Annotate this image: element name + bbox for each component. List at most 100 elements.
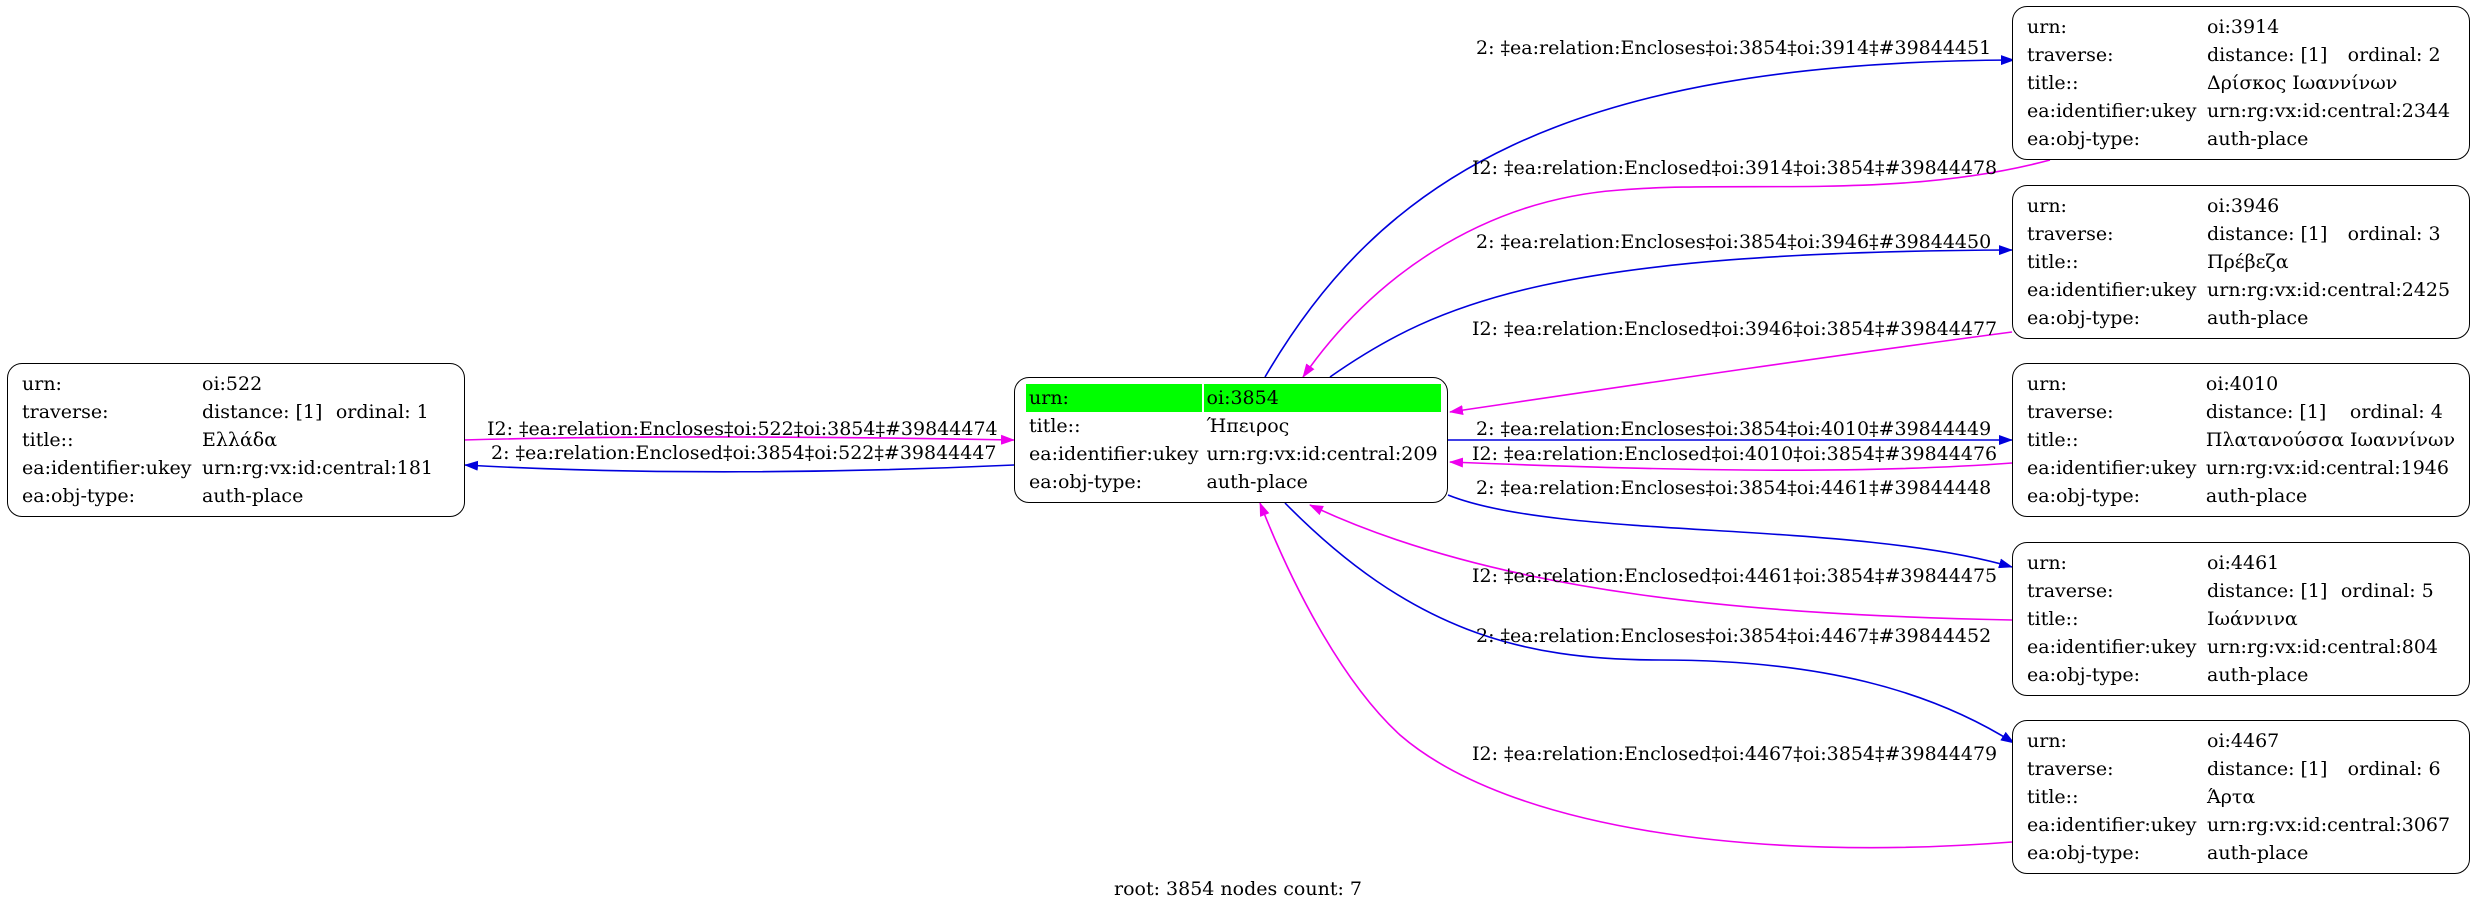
key-urn: urn: — [2027, 552, 2067, 574]
value-title: Ήπειρος — [1206, 415, 1290, 437]
value-distance: distance: [1] — [2207, 223, 2328, 245]
value-objtype: auth-place — [202, 485, 304, 507]
value-urn: oi:3914 — [2207, 16, 2280, 38]
key-objtype: ea:obj-type: — [2027, 664, 2141, 686]
key-traverse: traverse: — [2027, 401, 2114, 423]
edge-label-enclosed-3914: I2: ‡ea:relation:Enclosed‡oi:3914‡oi:385… — [1472, 157, 1997, 179]
value-ukey: urn:rg:vx:id:central:209 — [1206, 443, 1438, 465]
edge-label-enclosed-4461: I2: ‡ea:relation:Enclosed‡oi:4461‡oi:385… — [1472, 565, 1997, 587]
edge-encloses-root-to-3946 — [1329, 245, 2013, 378]
node-4461[interactable]: urn:oi:4461 traverse:distance: [1]ordina… — [2012, 542, 2470, 696]
value-ukey: urn:rg:vx:id:central:1946 — [2205, 457, 2449, 479]
edge-label-encloses-522: I2: ‡ea:relation:Encloses‡oi:522‡oi:3854… — [487, 418, 998, 440]
key-urn: urn: — [1026, 384, 1202, 412]
value-ordinal: ordinal: 1 — [335, 401, 429, 423]
edge-encloses-522-to-root — [462, 434, 1015, 445]
value-objtype: auth-place — [1206, 471, 1308, 493]
value-urn: oi:522 — [202, 373, 263, 395]
root-node-3854[interactable]: urn:oi:3854 title::Ήπειρος ea:identifier… — [1014, 377, 1448, 503]
key-urn: urn: — [2027, 373, 2067, 395]
edge-enclosed-4467-to-root — [1259, 502, 2013, 849]
value-title: Πλατανούσσα Ιωαννίνων — [2205, 429, 2455, 451]
key-title: title:: — [22, 429, 74, 451]
value-ukey: urn:rg:vx:id:central:2344 — [2207, 100, 2451, 122]
edge-label-enclosed-522: 2: ‡ea:relation:Enclosed‡oi:3854‡oi:522‡… — [491, 442, 997, 464]
value-ordinal: ordinal: 2 — [2347, 44, 2441, 66]
key-objtype: ea:obj-type: — [2027, 842, 2141, 864]
node-4467[interactable]: urn: oi:4467 traverse: distance: [1] ordina… — [2012, 720, 2470, 874]
key-urn: urn: — [2027, 16, 2067, 38]
edge-label-encloses-3914: 2: ‡ea:relation:Encloses‡oi:3854‡oi:3914… — [1476, 37, 1991, 59]
value-objtype: auth-place — [2207, 307, 2309, 329]
value-ukey: urn:rg:vx:id:central:181 — [202, 457, 434, 479]
edge-enclosed-3914-to-root — [1302, 159, 2051, 378]
value-urn: oi:4467 — [2207, 730, 2280, 752]
key-ukey: ea:identifier:ukey — [2027, 279, 2197, 301]
edge-label-encloses-4467: 2: ‡ea:relation:Encloses‡oi:3854‡oi:4467… — [1476, 625, 1991, 647]
key-title: title:: — [2027, 251, 2079, 273]
value-objtype: auth-place — [2207, 842, 2309, 864]
key-objtype: ea:obj-type: — [2027, 485, 2141, 507]
value-objtype: auth-place — [2207, 128, 2309, 150]
edge-label-encloses-4461: 2: ‡ea:relation:Encloses‡oi:3854‡oi:4461… — [1476, 477, 1991, 499]
value-urn: oi:4461 — [2207, 552, 2280, 574]
value-distance: distance: [1] — [2207, 44, 2328, 66]
key-ukey: ea:identifier:ukey — [2027, 100, 2197, 122]
edge-enclosed-4461-to-root — [1309, 504, 2013, 621]
value-distance: distance: [1] — [202, 401, 323, 423]
value-ukey: urn:rg:vx:id:central:804 — [2207, 636, 2439, 658]
value-objtype: auth-place — [2205, 485, 2308, 507]
edge-enclosed-3946-to-root — [1449, 331, 2013, 416]
value-urn: oi:4010 — [2205, 373, 2279, 395]
value-distance: distance: [1] — [2207, 758, 2328, 780]
key-ukey: ea:identifier:ukey — [1029, 443, 1199, 465]
node-522[interactable]: urn: oi:522 traverse: distance: [1] ordinal… — [7, 363, 465, 517]
edge-label-enclosed-4467: I2: ‡ea:relation:Enclosed‡oi:4467‡oi:385… — [1472, 743, 1997, 765]
edge-label-enclosed-4010: I2: ‡ea:relation:Enclosed‡oi:4010‡oi:385… — [1472, 443, 1997, 465]
key-traverse: traverse: — [2027, 580, 2114, 602]
key-traverse: traverse: — [2027, 223, 2114, 245]
value-ordinal: ordinal: 3 — [2347, 223, 2441, 245]
key-objtype: ea:obj-type: — [1029, 471, 1143, 493]
key-urn: urn: — [2027, 195, 2067, 217]
value-title: Ελλάδα — [202, 429, 278, 451]
key-traverse: traverse: — [22, 401, 109, 423]
edge-enclosed-root-to-522 — [464, 460, 1015, 473]
value-ordinal: ordinal: 4 — [2349, 401, 2443, 423]
key-objtype: ea:obj-type: — [2027, 307, 2141, 329]
node-4010[interactable]: urn: oi:4010 traverse: distance: [1] ordina… — [2012, 363, 2470, 517]
key-ukey: ea:identifier:ukey — [2027, 814, 2197, 836]
value-objtype: auth-place — [2207, 664, 2309, 686]
key-urn: urn: — [22, 373, 62, 395]
value-urn: oi:3854 — [1203, 384, 1441, 412]
value-ukey: urn:rg:vx:id:central:3067 — [2207, 814, 2451, 836]
node-4467-record: urn: oi:4467 traverse: distance: [1] ordina… — [2022, 727, 2455, 867]
edge-label-encloses-3946: 2: ‡ea:relation:Encloses‡oi:3854‡oi:3946… — [1476, 231, 1991, 253]
value-title: Πρέβεζα — [2207, 251, 2289, 273]
value-distance: distance: [1] — [2205, 401, 2327, 423]
value-title: Δρίσκος Ιωαννίνων — [2207, 72, 2398, 94]
key-objtype: ea:obj-type: — [2027, 128, 2141, 150]
key-traverse: traverse: — [2027, 758, 2114, 780]
key-traverse: traverse: — [2027, 44, 2114, 66]
edge-encloses-root-to-4467 — [1284, 502, 2015, 744]
value-ordinal: ordinal: 6 — [2347, 758, 2441, 780]
value-ordinal: ordinal: 5 — [2340, 580, 2434, 602]
key-urn: urn: — [2027, 730, 2067, 752]
value-ukey: urn:rg:vx:id:central:2425 — [2207, 279, 2451, 301]
value-title: Άρτα — [2207, 786, 2256, 808]
node-3914[interactable]: urn: oi:3914 traverse: distance: [1] ordina… — [2012, 6, 2470, 160]
key-title: title:: — [2027, 72, 2079, 94]
key-title: title:: — [2027, 608, 2079, 630]
key-objtype: ea:obj-type: — [22, 485, 136, 507]
value-urn: oi:3946 — [2207, 195, 2280, 217]
key-title: title:: — [1029, 415, 1081, 437]
edge-label-enclosed-3946: I2: ‡ea:relation:Enclosed‡oi:3946‡oi:385… — [1472, 318, 1997, 340]
edge-label-encloses-4010: 2: ‡ea:relation:Encloses‡oi:3854‡oi:4010… — [1476, 418, 1991, 440]
key-ukey: ea:identifier:ukey — [22, 457, 192, 479]
node-3946-record: urn: oi:3946 traverse: distance: [1] ordina… — [2022, 192, 2455, 332]
node-3946[interactable]: urn: oi:3946 traverse: distance: [1] ordina… — [2012, 185, 2470, 339]
key-ukey: ea:identifier:ukey — [2027, 636, 2197, 658]
edge-enclosed-4010-to-root — [1449, 457, 2013, 471]
